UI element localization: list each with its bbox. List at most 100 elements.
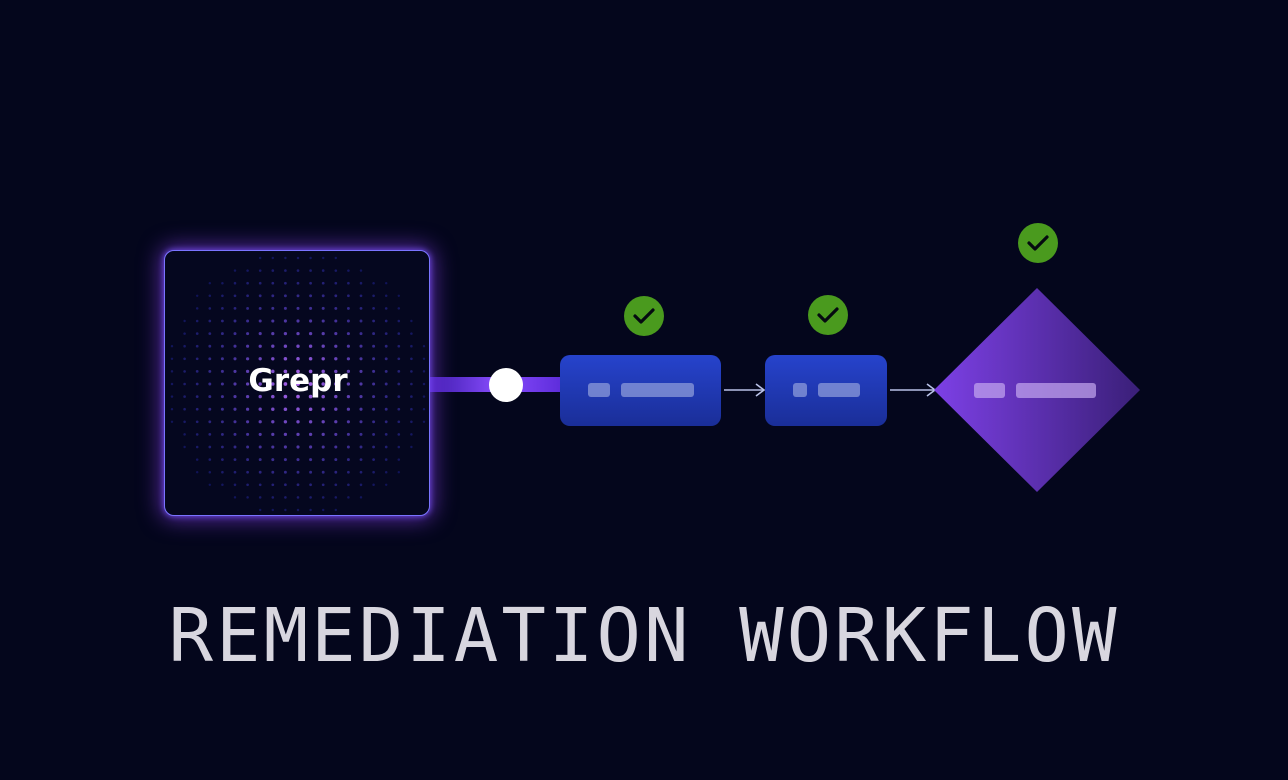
grid-dot (296, 382, 300, 386)
grid-dot (233, 269, 237, 272)
grid-dot (183, 433, 186, 436)
grid-dot (296, 420, 300, 424)
grid-dot (283, 344, 288, 348)
grid-dot (296, 407, 300, 411)
grid-dot (170, 420, 174, 424)
grid-dot (347, 294, 350, 298)
grid-dot (308, 394, 313, 399)
grid-dot (195, 370, 199, 373)
grid-dot (397, 470, 401, 474)
grid-dot (195, 433, 199, 436)
grid-dot (233, 395, 237, 399)
connector-handle[interactable] (489, 368, 523, 402)
grid-dot (321, 281, 325, 285)
grid-dot (410, 370, 413, 373)
grid-dot (309, 470, 313, 474)
grid-dot (220, 369, 224, 373)
workflow-step-1[interactable] (560, 355, 721, 426)
grid-dot (346, 306, 350, 310)
grid-dot (359, 294, 363, 298)
grid-dot (296, 432, 300, 437)
grid-dot (221, 294, 224, 298)
grid-dot (308, 331, 313, 336)
placeholder-chip (793, 383, 807, 397)
grid-dot (321, 445, 325, 449)
grid-dot (334, 269, 338, 272)
grid-dot (296, 496, 300, 499)
placeholder-chip (974, 383, 1005, 398)
grid-dot (258, 394, 262, 399)
grid-dot (308, 407, 313, 411)
grid-dot (334, 294, 338, 298)
grid-dot (183, 395, 186, 398)
dot-grid-pattern (170, 256, 426, 512)
source-node[interactable]: Grepr (164, 250, 430, 516)
grid-dot (245, 382, 250, 386)
grid-dot (221, 307, 224, 310)
grid-dot (422, 357, 426, 361)
grid-dot (283, 407, 288, 411)
grid-dot (309, 319, 313, 323)
workflow-step-2[interactable] (765, 355, 887, 426)
grid-dot (245, 394, 250, 399)
grid-dot (321, 319, 325, 323)
grid-dot (334, 332, 338, 336)
grid-dot (233, 307, 237, 310)
grid-dot (384, 470, 388, 474)
grid-dot (195, 395, 199, 398)
grid-dot (309, 281, 312, 285)
grid-dot (334, 306, 338, 310)
grid-dot (220, 382, 224, 386)
grid-dot (183, 382, 186, 386)
grid-dot (220, 432, 224, 436)
grid-dot (422, 420, 426, 424)
grid-dot (246, 294, 249, 298)
grid-dot (372, 281, 375, 285)
grid-dot (410, 420, 413, 424)
grid-dot (334, 420, 338, 424)
grid-dot (233, 344, 237, 348)
grid-dot (284, 269, 287, 272)
grid-dot (246, 332, 250, 336)
grid-dot (245, 407, 250, 411)
grid-dot (321, 508, 325, 512)
grid-dot (258, 470, 262, 474)
grid-dot (334, 281, 338, 285)
grid-dot (283, 294, 287, 298)
grid-dot (321, 432, 325, 437)
grid-dot (346, 458, 350, 462)
grid-dot (372, 407, 376, 411)
grid-dot (372, 319, 375, 323)
grid-dot (283, 420, 288, 424)
grid-dot (284, 281, 287, 285)
grid-dot (372, 432, 376, 436)
grid-dot (245, 369, 250, 374)
grid-dot (359, 420, 363, 424)
check-circle-icon (624, 296, 664, 336)
grid-dot (170, 344, 174, 348)
workflow-decision-step[interactable] (934, 288, 1140, 492)
grid-dot (359, 344, 363, 348)
grid-dot (271, 256, 275, 260)
grid-dot (283, 319, 287, 323)
grid-dot (246, 432, 250, 436)
grid-dot (258, 269, 262, 272)
grid-dot (334, 382, 338, 386)
grid-dot (208, 281, 212, 285)
grid-dot (321, 407, 325, 411)
grid-dot (346, 369, 351, 374)
grid-dot (359, 382, 363, 386)
grid-dot (347, 483, 350, 487)
grid-dot (296, 394, 300, 399)
grepr-logo: Grepr (248, 363, 348, 399)
grid-dot (372, 332, 376, 336)
grid-dot (246, 281, 249, 285)
grid-dot (346, 394, 351, 399)
grid-dot (208, 369, 212, 373)
grid-dot (334, 344, 338, 348)
grid-dot (372, 294, 375, 298)
grid-dot (195, 357, 199, 361)
placeholder-bar (621, 383, 694, 397)
grid-dot (220, 357, 224, 361)
grid-dot (321, 483, 325, 487)
